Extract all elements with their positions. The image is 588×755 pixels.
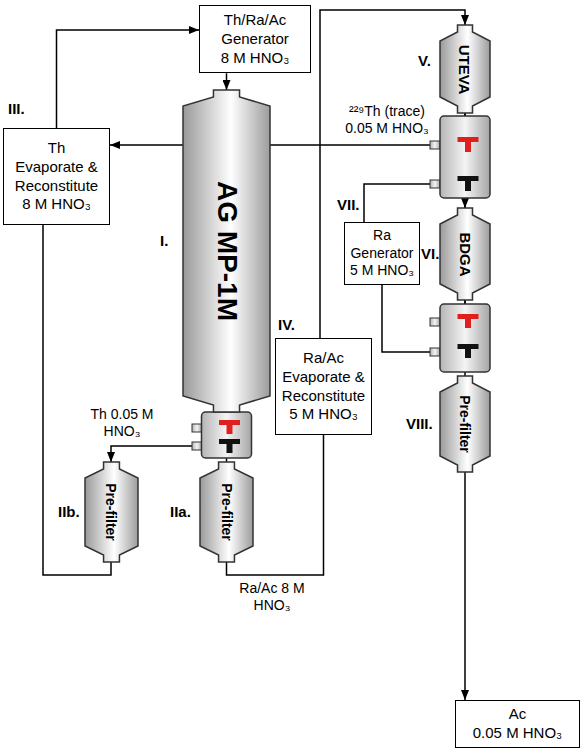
node-text: Ac [459, 705, 576, 724]
column-label-holder: AG MP-1M [183, 90, 270, 412]
valve [430, 116, 490, 198]
valve [192, 412, 252, 458]
callout-number: VII. [337, 196, 360, 214]
column-label-holder: Pre-filter [85, 462, 138, 562]
flow-line [464, 472, 466, 700]
callout-holder: IIa. [170, 503, 191, 521]
node-text: Th/Ra/Ac Generator [203, 11, 307, 49]
callout-number: IIb. [58, 503, 80, 521]
node-text: Evaporate & Reconstitute [279, 368, 368, 406]
node-text: Pre-filter [220, 483, 234, 541]
resin-column: BDGA [440, 208, 490, 300]
node-text: 0.05 M HNO₃ [459, 724, 576, 743]
column-shape [440, 376, 490, 472]
node-text: Th [7, 139, 106, 158]
callout-holder: V. [418, 52, 431, 70]
node-text: Pre-filter [458, 395, 472, 453]
callout-number: VIII. [406, 415, 433, 433]
node-text: 8 M HNO₃ [7, 195, 106, 214]
edge-label-holder: ²²⁹Th (trace) 0.05 M HNO₃ [337, 103, 437, 137]
prefilter-column: Pre-filter [440, 376, 490, 472]
callout-number: V. [418, 52, 431, 70]
edge-label-holder: Ra/Ac 8 M HNO₃ [230, 580, 314, 614]
callout-number: I. [160, 232, 168, 250]
callout-number: VI. [421, 245, 439, 263]
callout-number: IIa. [170, 503, 191, 521]
column-shape [200, 462, 253, 562]
node-text: Ra/Ac [279, 349, 368, 368]
node-text: UTEVA [457, 44, 472, 94]
process-box: ThEvaporate & Reconstitute8 M HNO₃ [3, 128, 110, 225]
product-box: Ac0.05 M HNO₃ [455, 700, 580, 748]
column-shape [183, 90, 270, 412]
column-shape [440, 25, 490, 113]
prefilter-column: Pre-filter [200, 462, 253, 562]
callout-holder: I. [160, 232, 168, 250]
flow-line [226, 73, 228, 90]
callout-holder: VII. [337, 196, 360, 214]
callout-holder: III. [8, 100, 25, 118]
column-label-holder: BDGA [440, 208, 490, 300]
stream-label: ²²⁹Th (trace) 0.05 M HNO₃ [337, 103, 437, 137]
process-box: Ra/AcEvaporate & Reconstitute5 M HNO₃ [275, 338, 372, 435]
column-label-holder: Pre-filter [200, 462, 253, 562]
node-text: 8 M HNO₃ [203, 49, 307, 68]
stream-label: Ra/Ac 8 M HNO₃ [230, 580, 314, 614]
valve [430, 304, 490, 372]
node-text: AG MP-1M [213, 181, 241, 321]
callout-holder: VIII. [406, 415, 433, 433]
callout-number: IV. [278, 316, 295, 334]
callout-number: III. [8, 100, 25, 118]
flow-line [57, 30, 200, 128]
prefilter-column: Pre-filter [85, 462, 138, 562]
edge-label-holder: Th 0.05 M HNO₃ [78, 406, 166, 440]
column-shape [440, 208, 490, 300]
stream-label: Th 0.05 M HNO₃ [78, 406, 166, 440]
resin-column: UTEVA [440, 25, 490, 113]
node-text: 5 M HNO₃ [347, 262, 417, 280]
node-text: Evaporate & Reconstitute [7, 158, 106, 196]
callout-holder: IIb. [58, 503, 80, 521]
resin-column: AG MP-1M [183, 90, 270, 412]
node-text: 5 M HNO₃ [279, 405, 368, 424]
generator-box: Ra Generator5 M HNO₃ [344, 222, 420, 285]
column-label-holder: UTEVA [440, 25, 490, 113]
generator-box: Th/Ra/Ac Generator8 M HNO₃ [199, 5, 311, 73]
node-text: BDGA [457, 232, 472, 276]
callout-holder: VI. [421, 245, 439, 263]
column-shape [85, 462, 138, 562]
callout-holder: IV. [278, 316, 295, 334]
node-text: Pre-filter [104, 483, 118, 541]
column-label-holder: Pre-filter [440, 376, 490, 472]
node-text: Ra Generator [347, 227, 417, 262]
